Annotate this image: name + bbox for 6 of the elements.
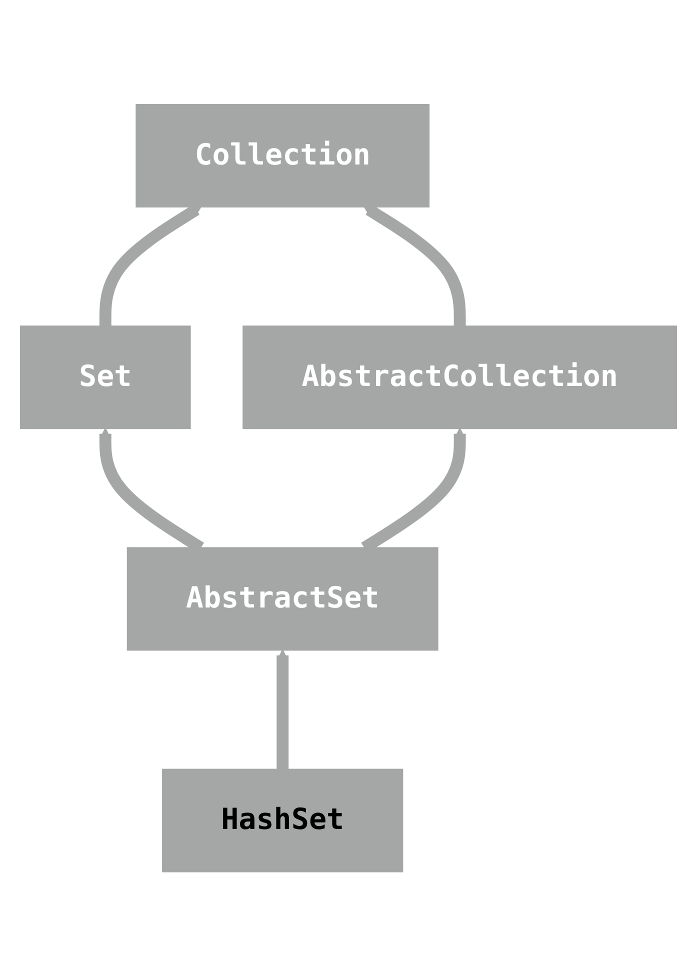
node-box: HashSet	[162, 768, 404, 872]
arrow	[276, 649, 289, 770]
node-box: AbstractCollection	[242, 325, 678, 429]
node-box: Collection	[136, 104, 430, 208]
node-box: Set	[20, 325, 191, 429]
node-box: AbstractSet	[126, 547, 438, 651]
